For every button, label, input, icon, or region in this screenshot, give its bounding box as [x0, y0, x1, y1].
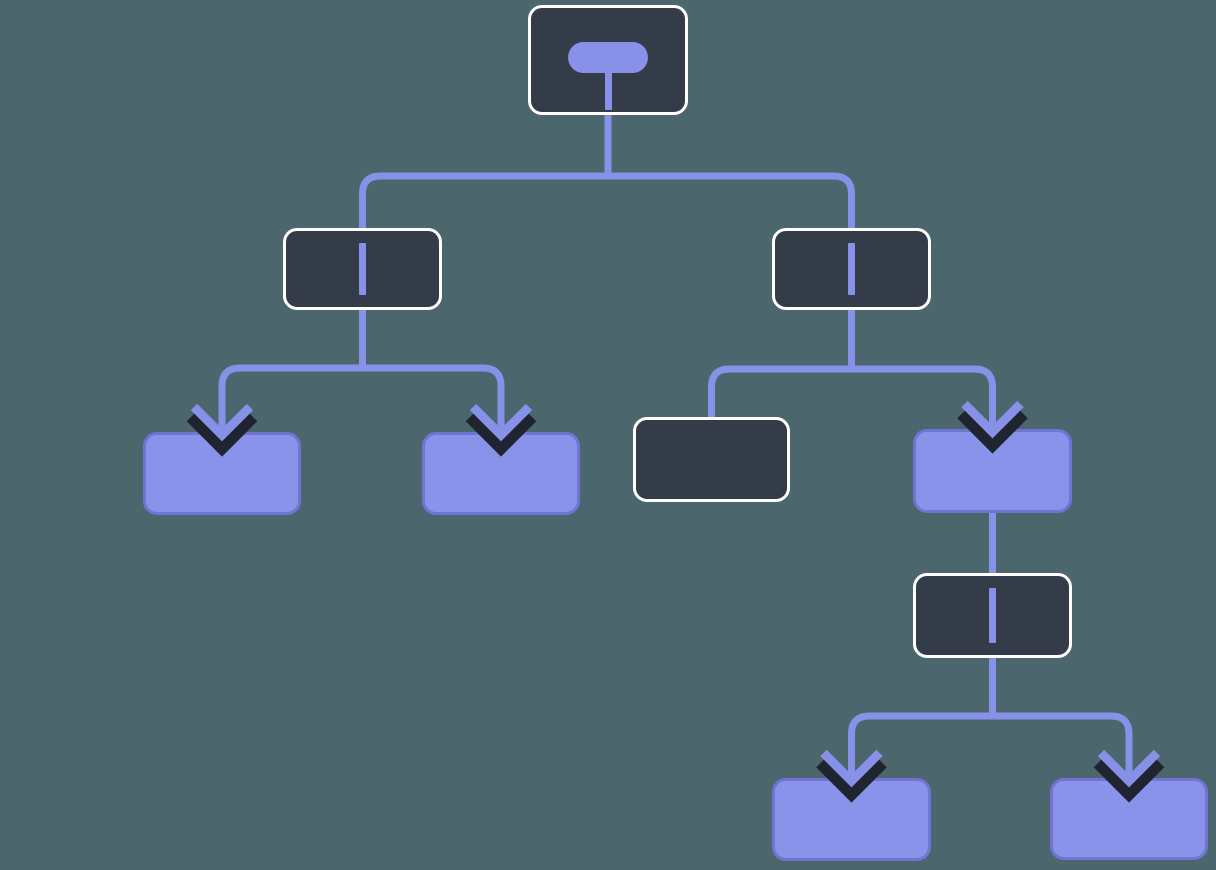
vertical-line-icon [848, 243, 855, 295]
node-leaf-a1[interactable] [143, 432, 301, 515]
node-branch-b[interactable] [772, 228, 931, 310]
chevron-arrowhead [1097, 749, 1161, 788]
vertical-line-icon [359, 243, 366, 295]
edge-root-to-branches [359, 172, 855, 232]
node-leaf-b2[interactable] [913, 429, 1072, 513]
chevron-arrowhead [190, 403, 254, 442]
edge-branch-a-to-leaves [218, 364, 505, 433]
node-branch-a[interactable] [283, 228, 442, 310]
edge-branch-c-to-leaves [848, 712, 1133, 779]
tree-root-pill-icon [531, 8, 685, 112]
node-branch-c[interactable] [913, 573, 1072, 658]
node-leaf-a2[interactable] [422, 432, 580, 515]
chevron-arrowhead [820, 749, 883, 788]
node-root[interactable] [528, 5, 688, 115]
chevron-arrowhead [469, 403, 533, 442]
node-leaf-b1[interactable] [633, 417, 790, 502]
pill-stem [604, 70, 612, 110]
node-leaf-c1[interactable] [772, 778, 931, 861]
vertical-line-icon [989, 588, 996, 643]
pill-shape [568, 42, 648, 73]
chevron-arrowhead [961, 400, 1024, 439]
node-leaf-c2[interactable] [1050, 778, 1208, 860]
